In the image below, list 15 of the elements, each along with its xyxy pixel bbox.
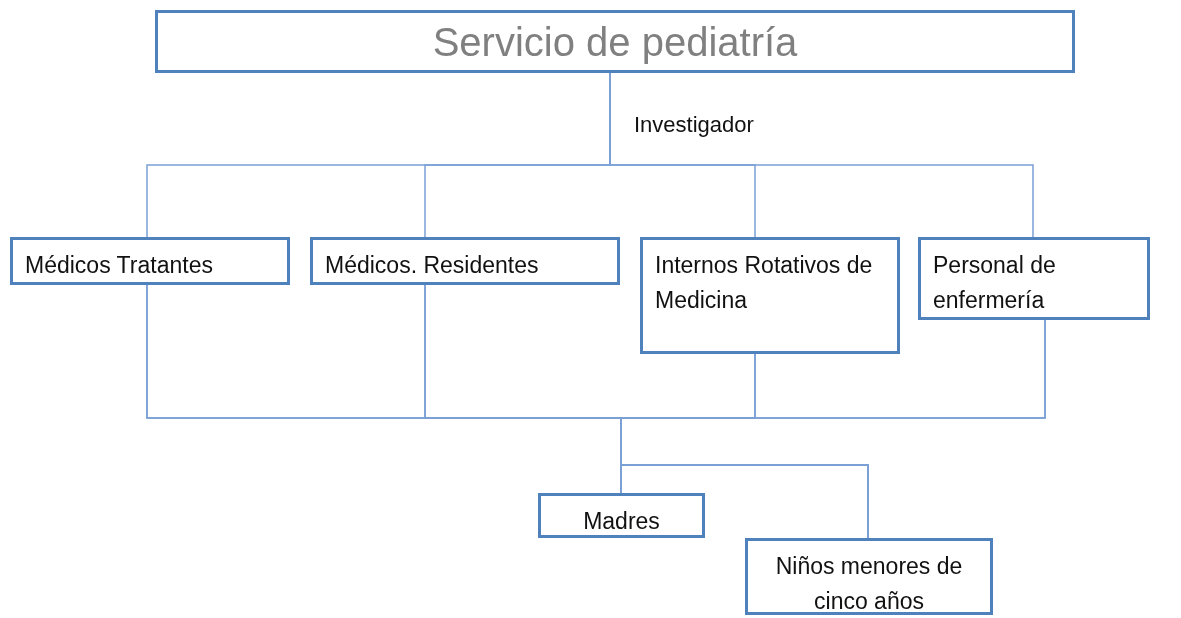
box-label: Internos Rotativos de Medicina [655,251,874,315]
box-label: Madres [583,507,660,536]
group-box [10,237,290,285]
role-label: Investigador [634,112,754,138]
title-box [155,10,1075,73]
group-box [745,538,993,615]
box-label: Médicos. Residentes [325,251,539,280]
box-label: Personal de enfermería [933,251,1057,315]
box-label: Niños menores de cinco años [774,552,964,616]
group-box [640,237,900,354]
group-box [310,237,620,285]
box-label: Médicos Tratantes [25,251,213,280]
title-text: Servicio de pediatría [432,21,798,62]
group-box [918,237,1150,320]
group-box [538,493,705,538]
